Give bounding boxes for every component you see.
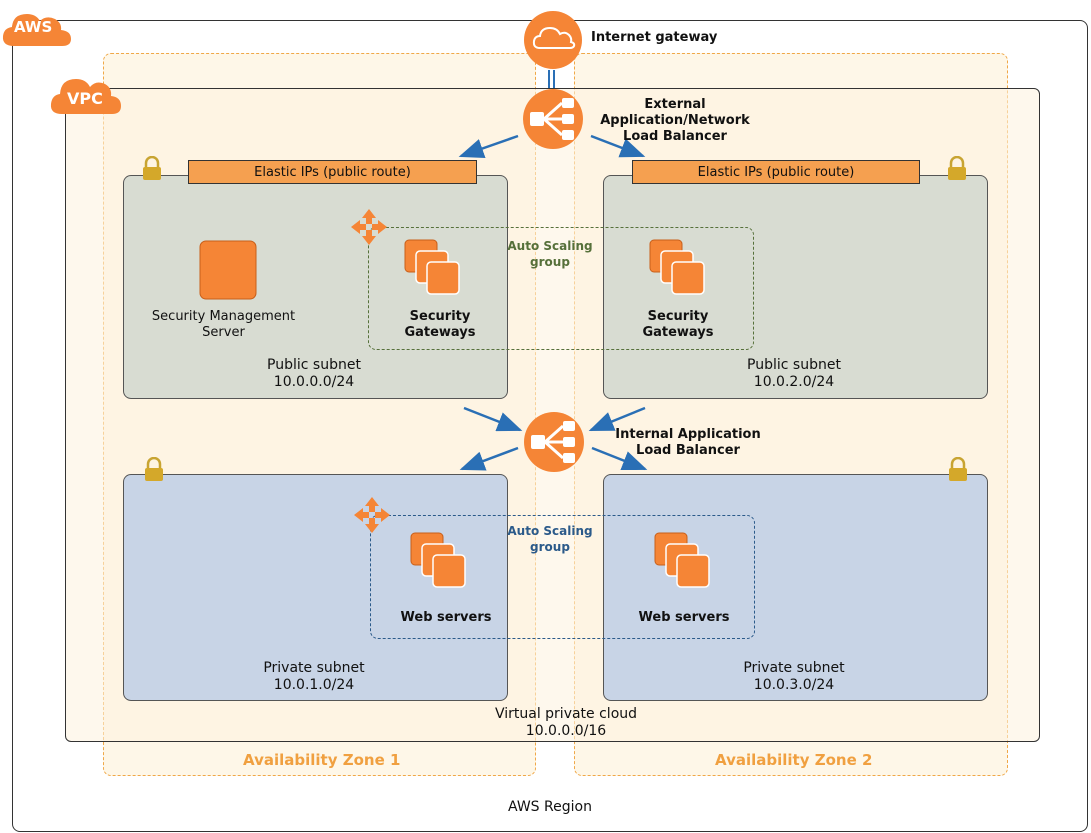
vpc-badge xyxy=(50,79,121,114)
internal-lb-label: Internal Application Load Balancer xyxy=(600,427,776,459)
sms-label-line1: Security Management xyxy=(151,309,296,324)
availability-zone-2-label: Availability Zone 2 xyxy=(715,751,873,769)
external-lb-label-line2: Application/Network xyxy=(600,113,750,128)
web-servers-label-2: Web servers xyxy=(638,610,730,625)
availability-zone-1-label: Availability Zone 1 xyxy=(243,751,401,769)
aws-region-label: AWS Region xyxy=(508,799,592,815)
auto-scaling-group-web xyxy=(370,515,755,639)
subnet-label-private-1: Private subnet 10.0.1.0/24 xyxy=(234,660,394,694)
external-lb-label-line3: Load Balancer xyxy=(623,129,727,144)
subnet-name: Public subnet xyxy=(747,357,841,373)
internet-gateway-label: Internet gateway xyxy=(591,30,718,45)
sg-2-line1: Security xyxy=(647,309,709,324)
sms-label-line2: Server xyxy=(202,325,245,340)
subnet-label-public-2: Public subnet 10.0.2.0/24 xyxy=(714,357,874,391)
subnet-name: Private subnet xyxy=(743,660,845,676)
external-load-balancer-icon xyxy=(523,89,583,149)
elastic-ips-1: Elastic IPs (public route) xyxy=(188,160,477,184)
instances-stack-icon xyxy=(404,239,460,295)
lock-icon xyxy=(948,156,966,180)
asg-label-2-line2: group xyxy=(530,540,570,554)
arrow-subnet2-to-int-lb xyxy=(588,406,646,432)
subnet-cidr: 10.0.3.0/24 xyxy=(753,677,835,693)
arrow-ext-lb-to-eip-1 xyxy=(458,134,519,158)
aws-badge-label: AWS xyxy=(14,18,53,36)
lock-icon xyxy=(143,156,161,180)
internal-lb-label-line2: Load Balancer xyxy=(636,443,740,458)
security-management-server-label: Security Management Server xyxy=(136,309,311,341)
asg-label-1-line2: group xyxy=(530,255,570,269)
vpc-label: Virtual private cloud 10.0.0.0/16 xyxy=(466,706,666,740)
internal-load-balancer-icon xyxy=(524,412,584,472)
public-subnet-2 xyxy=(603,175,988,399)
external-lb-label: External Application/Network Load Balanc… xyxy=(590,97,760,145)
auto-scaling-group-label-1: Auto Scaling group xyxy=(490,238,610,270)
vpc-badge-label: VPC xyxy=(67,89,103,108)
subnet-cidr: 10.0.2.0/24 xyxy=(753,374,835,390)
instances-stack-icon xyxy=(654,532,710,588)
auto-scaling-group-label-2: Auto Scaling group xyxy=(490,523,610,555)
subnet-name: Public subnet xyxy=(267,357,361,373)
instance-icon xyxy=(199,240,257,300)
web-servers-label-1: Web servers xyxy=(400,610,492,625)
private-subnet-2 xyxy=(603,474,988,701)
lock-icon xyxy=(949,457,967,481)
auto-scaling-group-security xyxy=(368,227,754,350)
subnet-label-private-2: Private subnet 10.0.3.0/24 xyxy=(714,660,874,694)
sg-1-line1: Security xyxy=(409,309,471,324)
subnet-label-public-1: Public subnet 10.0.0.0/24 xyxy=(234,357,394,391)
cloud-icon xyxy=(532,26,576,49)
sg-2-line2: Gateways xyxy=(642,325,714,340)
lock-icon xyxy=(145,457,163,481)
subnet-name: Private subnet xyxy=(263,660,365,676)
aws-badge xyxy=(2,14,71,46)
arrow-int-lb-to-private-2 xyxy=(591,446,648,471)
arrow-ext-lb-to-eip-2 xyxy=(590,134,646,158)
external-lb-label-line1: External xyxy=(644,97,706,112)
auto-scaling-arrows-icon xyxy=(351,209,387,245)
subnet-cidr: 10.0.0.0/24 xyxy=(273,374,355,390)
arrow-int-lb-to-private-1 xyxy=(459,446,519,471)
vpc-label-line1: Virtual private cloud xyxy=(494,706,638,722)
auto-scaling-arrows-icon xyxy=(354,497,390,533)
security-gateways-label-2: Security Gateways xyxy=(618,309,738,341)
vpc-label-line2: 10.0.0.0/16 xyxy=(525,723,607,739)
internet-gateway-icon xyxy=(524,11,582,69)
instances-stack-icon xyxy=(410,532,466,588)
elastic-ips-2: Elastic IPs (public route) xyxy=(632,160,920,184)
security-gateways-label-1: Security Gateways xyxy=(380,309,500,341)
sg-1-line2: Gateways xyxy=(404,325,476,340)
instances-stack-icon xyxy=(649,239,705,295)
arrow-subnet1-to-int-lb xyxy=(463,406,523,432)
internal-lb-label-line1: Internal Application xyxy=(615,427,761,442)
asg-label-2-line1: Auto Scaling xyxy=(507,524,593,538)
subnet-cidr: 10.0.1.0/24 xyxy=(273,677,355,693)
asg-label-1-line1: Auto Scaling xyxy=(507,239,593,253)
